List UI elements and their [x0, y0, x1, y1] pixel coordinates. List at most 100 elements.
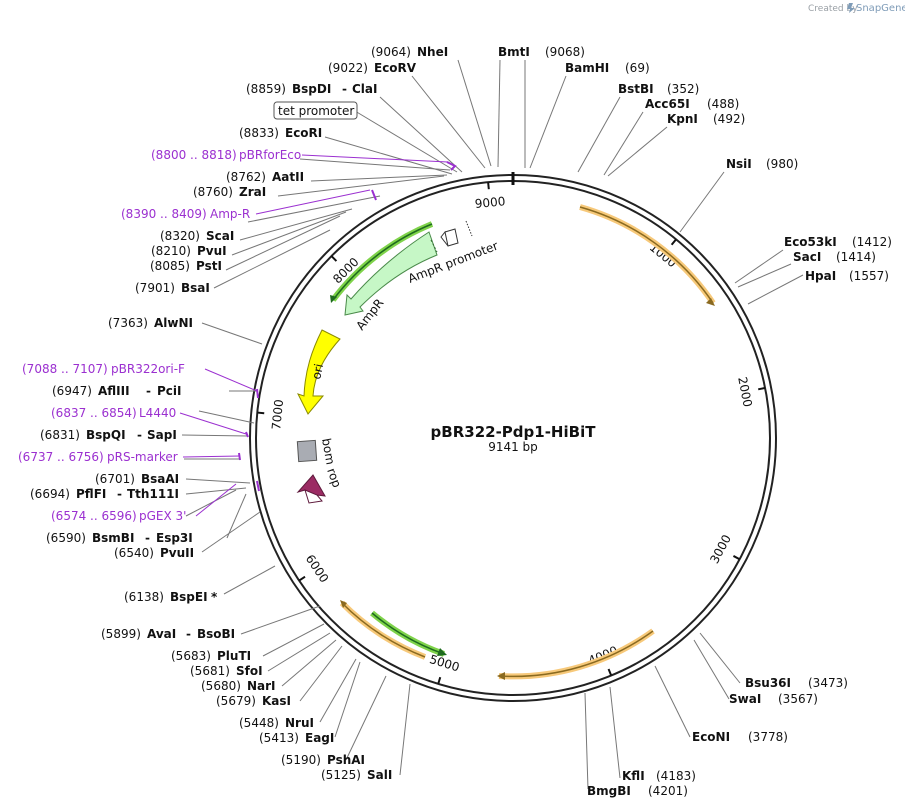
site-name: SfoI	[236, 664, 263, 678]
site-pos: (7901)	[135, 281, 175, 295]
rop-arrow	[296, 474, 326, 504]
ampr-arrow	[344, 231, 438, 316]
site-star: *	[211, 590, 218, 604]
primer-name: Amp-R	[210, 207, 250, 221]
site-pos: (8760)	[193, 185, 233, 199]
primer-name: pRS-marker	[107, 450, 178, 464]
site-name: PflFI	[76, 487, 106, 501]
site-name: AflIII	[98, 384, 130, 398]
primer-name: pGEX 3'	[139, 509, 186, 523]
green-band-lower-arrowhead	[437, 648, 447, 656]
site-pos: (5125)	[321, 768, 361, 782]
tet-promoter-box	[273, 101, 358, 120]
site-name: NruI	[285, 716, 314, 730]
primer-leader-line	[255, 189, 371, 215]
site-pos: (8210)	[151, 244, 191, 258]
site-alt-name: BsoBI	[197, 627, 235, 641]
site-alt-name: SapI	[147, 428, 177, 442]
site-name: EcoNI	[692, 730, 730, 744]
orange-band-2-arrowhead	[497, 672, 505, 680]
site-pos: (7363)	[108, 316, 148, 330]
leader-line	[213, 229, 331, 289]
site-pos: (8320)	[160, 229, 200, 243]
leader-line	[281, 639, 337, 687]
site-pos: (6694)	[30, 487, 70, 501]
site-name: HpaI	[805, 269, 836, 283]
primer-leader-line	[301, 154, 449, 163]
site-pos: (69)	[625, 61, 650, 75]
site-alt-name: ClaI	[352, 82, 377, 96]
leader-line	[345, 675, 387, 761]
site-name: Eco53kI	[784, 235, 837, 249]
site-name: AlwNI	[154, 316, 193, 330]
site-pos: (8859)	[246, 82, 286, 96]
site-name: ScaI	[206, 229, 234, 243]
site-name: BsaI	[181, 281, 210, 295]
tick-label: 7000	[269, 399, 286, 431]
credit-prefix: Created by	[808, 4, 858, 14]
leader-line	[324, 136, 453, 175]
site-pos: (5448)	[239, 716, 279, 730]
site-pos: (4201)	[648, 784, 688, 798]
orange-band-2-line	[498, 630, 654, 678]
site-name: PvuII	[160, 546, 194, 560]
primer-leader-line	[195, 483, 237, 517]
credit-brand: SnapGene	[856, 3, 905, 14]
orange-band-1-line	[579, 206, 714, 304]
site-name: PluTI	[217, 649, 251, 663]
orange-band-3-line	[341, 602, 426, 658]
tick-label: 9000	[474, 194, 506, 211]
site-pos: (352)	[667, 82, 699, 96]
primer-range: (8390 .. 8409)	[121, 207, 207, 221]
leader-line	[603, 111, 644, 176]
leader-line	[299, 645, 343, 702]
left-enzyme-labels: (9064) NheI (9022) EcoRV (8859) BspDI - …	[30, 45, 448, 782]
site-name: BstBI	[618, 82, 654, 96]
site-pos: (3473)	[808, 676, 848, 690]
site-pos: (6701)	[95, 472, 135, 486]
site-pos: (5190)	[281, 753, 321, 767]
leader-line	[577, 96, 621, 173]
primer-range: (6837 .. 6854)	[51, 406, 137, 420]
site-name: Acc65I	[645, 97, 690, 111]
site-name: SalI	[367, 768, 392, 782]
site-name: NheI	[417, 45, 448, 59]
site-separator: -	[146, 384, 151, 398]
leader-line	[379, 96, 463, 173]
site-name: Bsu36I	[745, 676, 791, 690]
leader-line	[185, 489, 237, 517]
site-pos: (9068)	[545, 45, 585, 59]
primer-range: (7088 .. 7107)	[22, 362, 108, 376]
leader-line	[737, 263, 792, 288]
site-pos: (6138)	[124, 590, 164, 604]
tick-mark	[330, 255, 338, 262]
leader-line	[310, 174, 448, 182]
tick-label: 3000	[707, 532, 734, 566]
primer-labels: (8800 .. 8818) pBRforEco (8390 .. 8409) …	[18, 148, 301, 523]
plasmid-name: pBR322-Pdp1-HiBiT	[431, 423, 597, 441]
leader-line	[226, 493, 247, 539]
site-alt-name: Esp3I	[156, 531, 193, 545]
tick-mark	[670, 238, 677, 246]
site-pos: (492)	[713, 112, 745, 126]
right-enzyme-labels: BmtI (9068) BamHI (69) BstBI (352) Acc65…	[498, 45, 892, 798]
tick-label: 2000	[735, 376, 755, 409]
site-alt-name: PciI	[157, 384, 182, 398]
site-name: KasI	[262, 694, 291, 708]
primer-leader-line	[182, 455, 241, 458]
tet-promoter-label: tet promoter	[278, 104, 354, 118]
tick-mark	[732, 555, 741, 561]
site-pos: (3778)	[748, 730, 788, 744]
leader-line	[231, 211, 347, 256]
site-pos: (488)	[707, 97, 739, 111]
green-band-lower-line	[371, 612, 445, 655]
site-name: PshAI	[327, 753, 365, 767]
site-name: NsiI	[726, 157, 752, 171]
leader-line	[399, 683, 411, 776]
site-pos: (8762)	[226, 170, 266, 184]
tick-mark	[257, 411, 265, 415]
tick-label: 5000	[428, 652, 461, 674]
tick-mark	[437, 676, 442, 685]
leader-line	[411, 75, 486, 169]
